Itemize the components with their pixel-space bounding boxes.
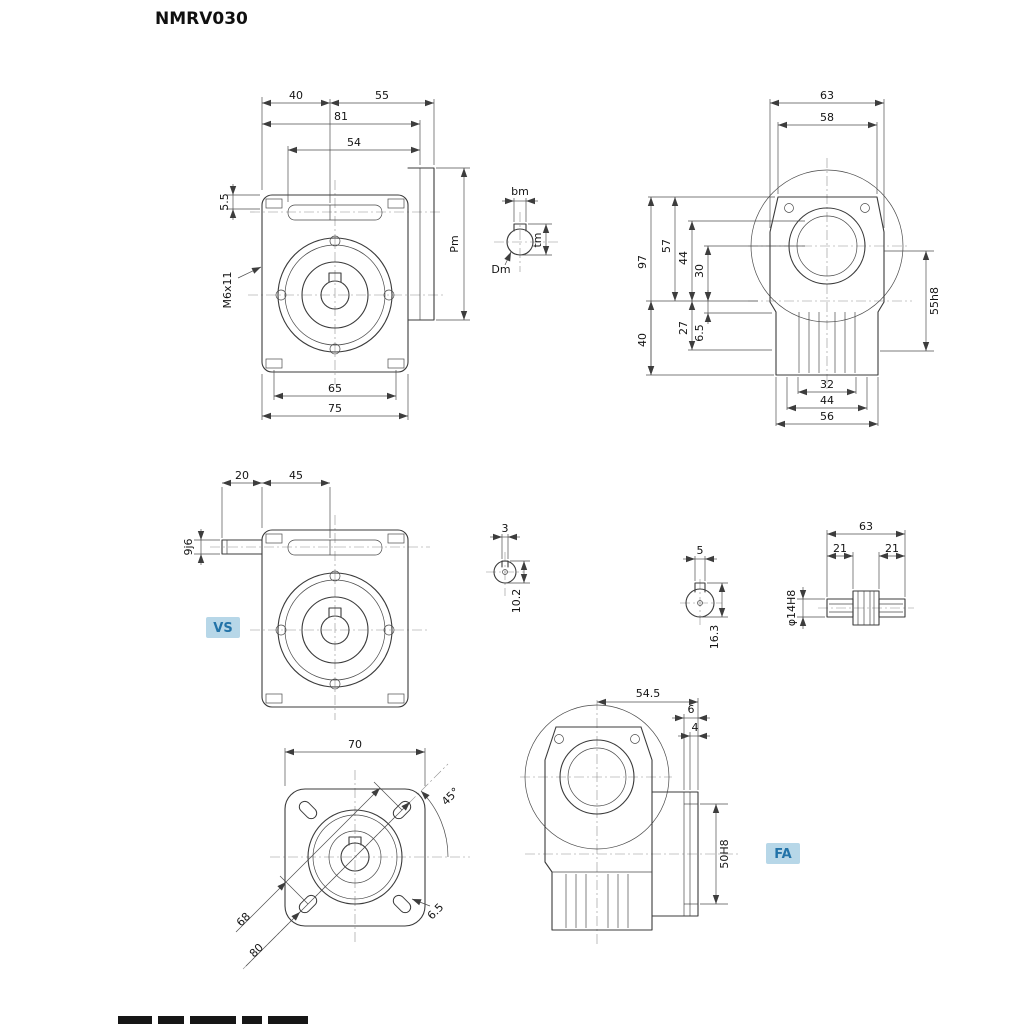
cropped-next-row-artifact [118, 1016, 308, 1024]
output-shaft-section: bm tm Dm [491, 185, 560, 276]
side-dim-56: 56 [820, 410, 834, 423]
side-dim-63: 63 [820, 89, 834, 102]
side-dim-97: 97 [636, 255, 649, 269]
front-view: 40 55 81 54 5.5 M6x11 65 75 Pm [218, 89, 470, 420]
fa-dim-54-5: 54.5 [636, 687, 661, 700]
worm-shaft-detail: 63 21 21 φ14H8 [785, 520, 914, 629]
front-dim-81: 81 [334, 110, 348, 123]
front-dim-75: 75 [328, 402, 342, 415]
key-section-small: 3 10.2 [486, 522, 530, 613]
front-dim-pm: Pm [448, 235, 461, 252]
front-dim-54: 54 [347, 136, 361, 149]
side-dim-40: 40 [636, 333, 649, 347]
side-dim-27: 27 [677, 321, 690, 335]
front-dim-40: 40 [289, 89, 303, 102]
key-large-dim-16-3: 16.3 [708, 625, 721, 650]
side-dim-6-5: 6.5 [693, 324, 706, 342]
shaft-dim-dm: Dm [491, 263, 510, 276]
vs-dim-45: 45 [289, 469, 303, 482]
side-dim-32: 32 [820, 378, 834, 391]
key-small-dim-3: 3 [502, 522, 509, 535]
key-small-dim-10-2: 10.2 [510, 589, 523, 614]
worm-shaft-dim-21a: 21 [833, 542, 847, 555]
side-dim-30: 30 [693, 264, 706, 278]
flange-dim-45deg: 45° [439, 785, 462, 808]
side-dim-55h8: 55h8 [928, 287, 941, 315]
flange-dim-80: 80 [247, 941, 266, 960]
vs-badge-label: VS [213, 621, 232, 636]
side-dim-57: 57 [660, 239, 673, 253]
side-dim-58: 58 [820, 111, 834, 124]
fa-view: 54.5 6 4 50H8 FA [520, 687, 800, 945]
front-dim-65: 65 [328, 382, 342, 395]
front-dim-55: 55 [375, 89, 389, 102]
worm-shaft-dim-21b: 21 [885, 542, 899, 555]
vs-dim-9j6: 9j6 [182, 538, 195, 555]
side-view: 63 58 97 57 44 30 27 6.5 40 55h8 32 44 5… [636, 89, 941, 428]
flange-dim-70: 70 [348, 738, 362, 751]
shaft-dim-tm: tm [531, 232, 544, 247]
vs-view: 20 45 9j6 VS [182, 469, 430, 720]
flange-dim-68: 68 [234, 910, 253, 929]
shaft-dim-bm: bm [511, 185, 529, 198]
fa-dim-50h8: 50H8 [718, 839, 731, 868]
page-title: NMRV030 [155, 9, 248, 29]
front-dim-5-5: 5.5 [218, 193, 231, 211]
key-large-dim-5: 5 [697, 544, 704, 557]
fa-badge [766, 843, 800, 864]
worm-shaft-dim-14h8: φ14H8 [785, 590, 798, 627]
key-section-large: 5 16.3 [680, 544, 728, 649]
flange-dim-6-5: 6.5 [425, 901, 447, 923]
vs-dim-20: 20 [235, 469, 249, 482]
side-dim-44: 44 [677, 251, 690, 265]
flange-view: 70 45° 68 80 6.5 [234, 738, 470, 970]
vs-badge [206, 617, 240, 638]
side-dim-44b: 44 [820, 394, 834, 407]
fa-badge-label: FA [774, 847, 791, 862]
front-dim-m6x11: M6x11 [221, 272, 234, 309]
fa-dim-4: 4 [692, 721, 699, 734]
fa-dim-6: 6 [688, 703, 695, 716]
worm-shaft-dim-63: 63 [859, 520, 873, 533]
